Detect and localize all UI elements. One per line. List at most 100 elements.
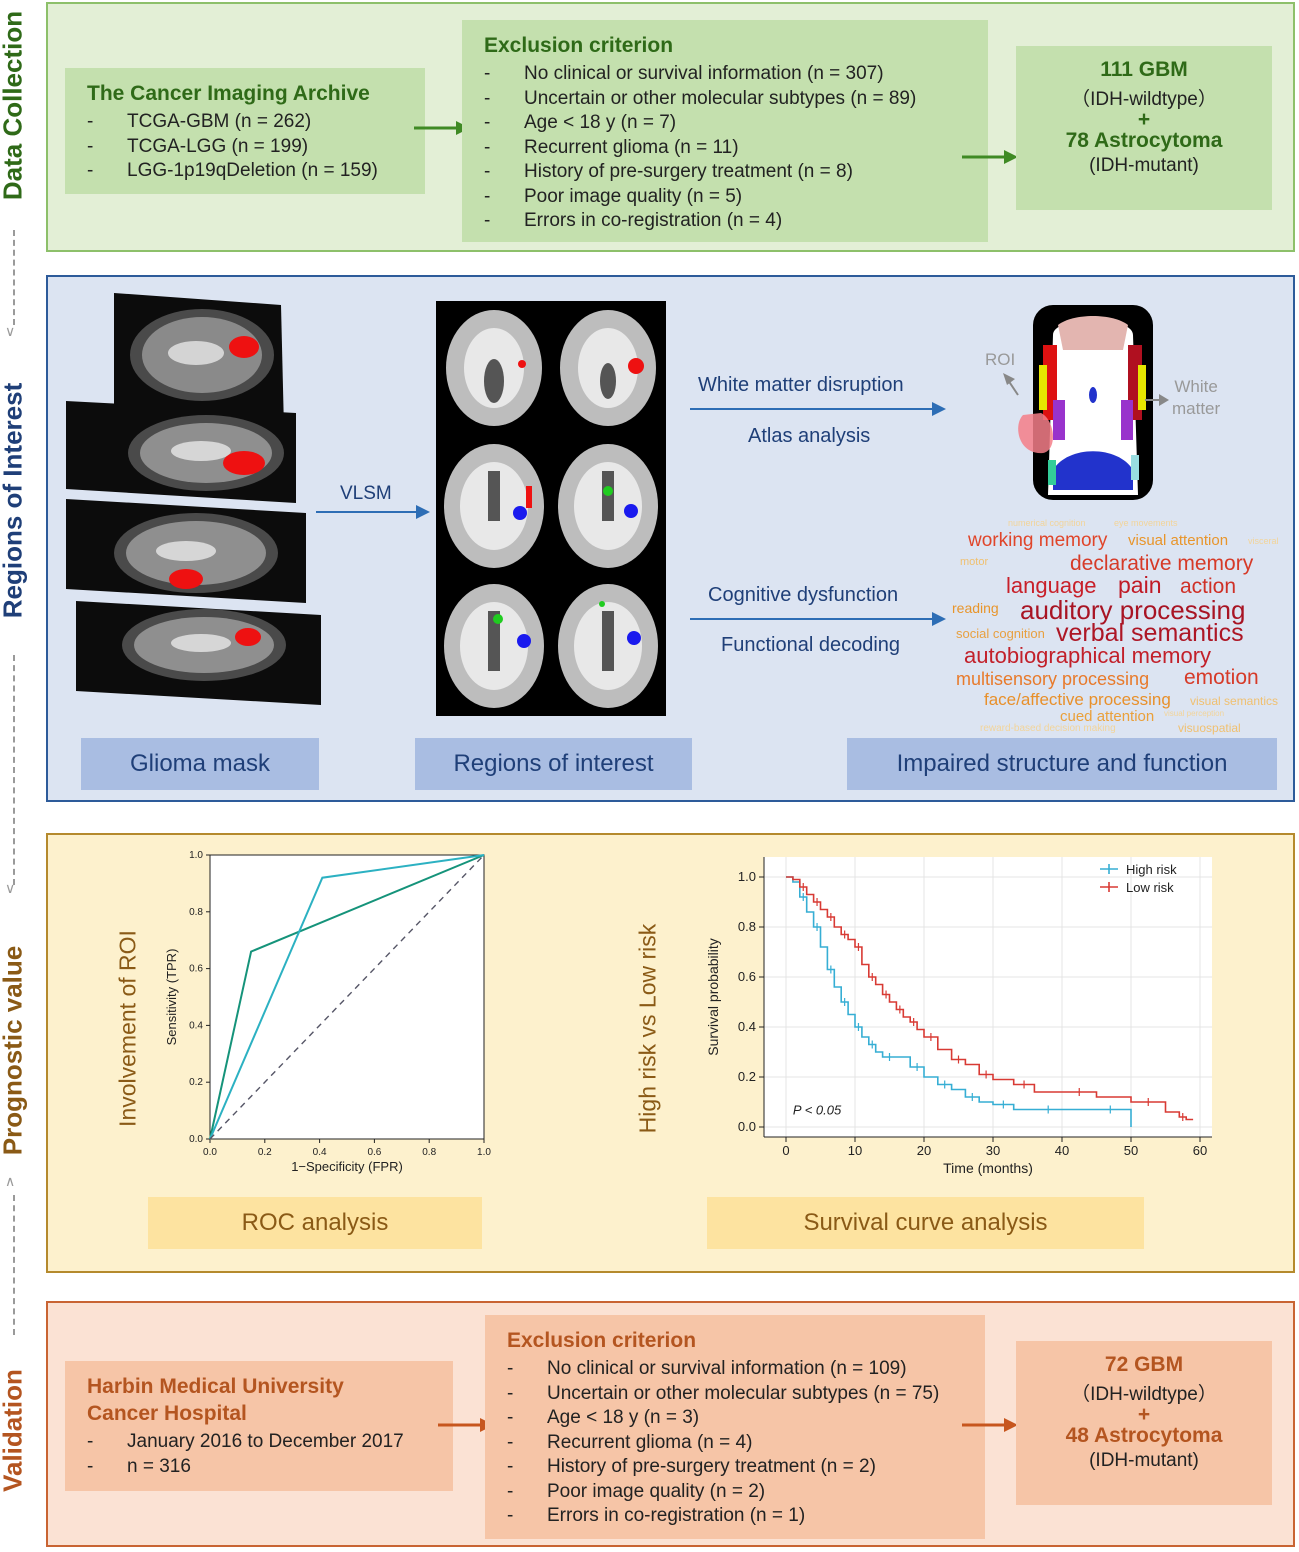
y-tick-label: 1.0 bbox=[189, 850, 203, 861]
legend-label: High risk bbox=[1126, 862, 1177, 877]
word-cloud-term: language bbox=[1006, 573, 1097, 598]
x-tick-label: 0.0 bbox=[203, 1147, 217, 1158]
dashed-connector-1 bbox=[13, 230, 15, 325]
word-cloud-term: motor bbox=[960, 556, 989, 568]
white-matter-disruption-label: White matter disruption bbox=[698, 374, 904, 396]
arrow-right-icon bbox=[690, 402, 946, 416]
arrow-down-icon: ∨ bbox=[5, 880, 16, 896]
section-label-prognostic-value: Prognostic value bbox=[0, 945, 28, 1156]
validation-exclusion-title: Exclusion criterion bbox=[507, 1329, 697, 1352]
word-cloud-term: working memory bbox=[968, 530, 1108, 551]
word-cloud-term: visual attention bbox=[1128, 532, 1229, 549]
list-item: -Uncertain or other molecular subtypes (… bbox=[507, 1382, 940, 1404]
y-tick-label: 0.0 bbox=[738, 1119, 756, 1134]
y-tick-label: 0.0 bbox=[189, 1134, 203, 1145]
list-item: -January 2016 to December 2017 bbox=[87, 1431, 404, 1452]
y-tick-label: 0.6 bbox=[189, 964, 203, 975]
arrow-up-icon: ∧ bbox=[5, 1173, 16, 1189]
cognitive-dysfunction-label: Cognitive dysfunction bbox=[708, 584, 899, 606]
roc-y-axis-label: Sensitivity (TPR) bbox=[164, 949, 179, 1046]
list-item: -History of pre-surgery treatment (n = 2… bbox=[507, 1456, 876, 1477]
exclusion-box: Exclusion criterion -No clinical or surv… bbox=[462, 20, 988, 242]
y-tick-label: 0.8 bbox=[738, 919, 756, 934]
x-tick-label: 40 bbox=[1055, 1143, 1069, 1158]
arrow-right-icon bbox=[962, 1418, 1018, 1432]
harbin-list: -January 2016 to December 2017 -n = 316 bbox=[87, 1430, 453, 1479]
glioma-mask-label: Glioma mask bbox=[81, 738, 319, 790]
word-cloud-term: visuospatial bbox=[1178, 721, 1241, 735]
word-cloud-term: visual semantics bbox=[1190, 694, 1279, 708]
exclusion-title: Exclusion criterion bbox=[484, 34, 674, 57]
white-matter-label: White matter bbox=[1172, 377, 1221, 418]
data-collection-panel: The Cancer Imaging Archive -TCGA-GBM (n … bbox=[46, 2, 1295, 252]
word-cloud-term: pain bbox=[1118, 572, 1162, 598]
roi-brain-grid-image bbox=[436, 301, 666, 716]
roc-chart: 0.00.00.20.20.40.40.60.60.80.81.01.01−Sp… bbox=[164, 850, 491, 1174]
dashed-connector-3 bbox=[13, 1195, 15, 1335]
validation-result-astrocytoma: 48 Astrocytoma bbox=[1065, 1424, 1223, 1447]
validation-result-gbm: 72 GBM bbox=[1104, 1353, 1184, 1376]
x-tick-label: 0 bbox=[782, 1143, 789, 1158]
validation-result-idh-wildtype: （IDH-wildtype） bbox=[1071, 1384, 1217, 1405]
word-cloud-term: cued attention bbox=[1060, 708, 1155, 725]
survival-outer-ylabel: High risk vs Low risk bbox=[634, 923, 661, 1134]
y-tick-label: 1.0 bbox=[738, 869, 756, 884]
mri-slice-4 bbox=[76, 601, 321, 705]
result-plus: + bbox=[1137, 108, 1151, 131]
word-cloud-term: visual perception bbox=[1164, 709, 1225, 718]
list-item: -Poor image quality (n = 2) bbox=[507, 1480, 766, 1502]
list-item: -Uncertain or other molecular subtypes (… bbox=[484, 87, 917, 109]
word-cloud-term: multisensory processing bbox=[956, 669, 1150, 689]
word-cloud-term: declarative memory bbox=[1070, 552, 1254, 575]
regions-of-interest-label: Regions of interest bbox=[415, 738, 692, 790]
roi-panel: VLSM White matter di bbox=[46, 275, 1295, 802]
word-cloud-term: social cognition bbox=[956, 626, 1045, 641]
x-tick-label: 50 bbox=[1124, 1143, 1138, 1158]
word-cloud-term: eye movements bbox=[1114, 518, 1178, 528]
word-cloud-term: numerical cognition bbox=[1008, 518, 1086, 528]
result-idh-mutant: (IDH-mutant) bbox=[1089, 155, 1199, 176]
roc-curve-2 bbox=[209, 854, 485, 1140]
mri-slice-3 bbox=[66, 499, 306, 603]
word-cloud: numerical cognition eye movements workin… bbox=[948, 515, 1293, 735]
dashed-connector-2 bbox=[13, 655, 15, 885]
y-tick-label: 0.2 bbox=[189, 1077, 203, 1088]
list-item: -Errors in co-registration (n = 4) bbox=[484, 210, 783, 231]
arrow-right-icon bbox=[690, 612, 946, 626]
p-value-annotation: P < 0.05 bbox=[793, 1103, 842, 1118]
word-cloud-term: action bbox=[1180, 575, 1237, 598]
exclusion-list: -No clinical or survival information (n … bbox=[484, 62, 988, 234]
roc-plot-area bbox=[209, 854, 485, 1140]
x-tick-label: 0.2 bbox=[258, 1147, 272, 1158]
x-tick-label: 1.0 bbox=[477, 1147, 491, 1158]
validation-exclusion-box: Exclusion criterion -No clinical or surv… bbox=[485, 1315, 985, 1539]
roc-outer-ylabel: Involvement of ROI bbox=[114, 930, 141, 1127]
validation-exclusion-list: -No clinical or survival information (n … bbox=[507, 1357, 985, 1529]
list-item: -TCGA-GBM (n = 262) bbox=[87, 111, 312, 132]
survival-plot-area bbox=[764, 857, 1212, 1137]
harbin-source-box: Harbin Medical University Cancer Hospita… bbox=[65, 1361, 453, 1491]
list-item: -Age < 18 y (n = 7) bbox=[484, 112, 677, 133]
roc-curve-1 bbox=[209, 854, 485, 1140]
word-cloud-term: emotion bbox=[1184, 666, 1259, 689]
white-matter-atlas-image bbox=[1003, 305, 1169, 500]
word-cloud-term: visceral bbox=[1248, 536, 1279, 546]
result-box: 111 GBM （IDH-wildtype） + 78 Astrocytoma … bbox=[1016, 46, 1272, 210]
list-item: -Age < 18 y (n = 3) bbox=[507, 1407, 700, 1428]
list-item: -No clinical or survival information (n … bbox=[507, 1358, 907, 1379]
vlsm-label: VLSM bbox=[340, 483, 392, 504]
tcia-list: -TCGA-GBM (n = 262) -TCGA-LGG (n = 199) … bbox=[87, 110, 425, 184]
arrow-down-icon: ∨ bbox=[5, 323, 16, 339]
tcia-source-box: The Cancer Imaging Archive -TCGA-GBM (n … bbox=[65, 68, 425, 194]
y-tick-label: 0.8 bbox=[189, 907, 203, 918]
impaired-structure-label: Impaired structure and function bbox=[847, 738, 1277, 790]
roc-analysis-label: ROC analysis bbox=[148, 1197, 482, 1249]
list-item: -LGG-1p19qDeletion (n = 159) bbox=[87, 160, 378, 181]
y-tick-label: 0.6 bbox=[738, 969, 756, 984]
list-item: -Recurrent glioma (n = 4) bbox=[507, 1431, 753, 1453]
mri-slice-1 bbox=[114, 293, 284, 429]
word-cloud-term: face/affective processing bbox=[984, 690, 1171, 709]
survival-curve-low-risk bbox=[786, 876, 1194, 1121]
glioma-mask-stack-image bbox=[66, 293, 321, 705]
